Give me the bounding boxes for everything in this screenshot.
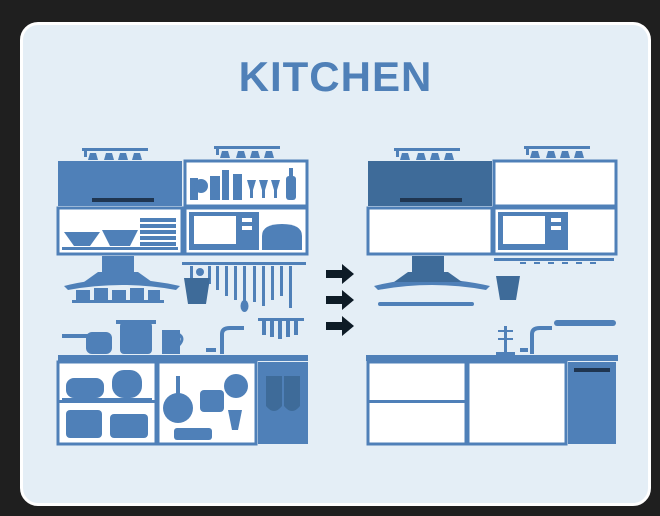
faucet-icon <box>206 326 244 354</box>
bread-box-icon <box>262 224 302 250</box>
arrows <box>326 264 354 336</box>
spotlight-icon <box>394 148 460 160</box>
dishwasher-door <box>258 362 308 444</box>
mug-tree-icon <box>496 326 515 355</box>
faucet-icon <box>520 326 552 354</box>
hanging-pans-icon <box>163 374 248 440</box>
arrow-right-icon <box>326 316 354 336</box>
pots-pans-icon <box>62 370 152 438</box>
countertop <box>366 355 618 361</box>
spice-jars-icon <box>76 288 160 300</box>
utensil-rail <box>494 258 614 261</box>
empty-shelf <box>366 206 494 256</box>
empty-shelf <box>492 159 618 208</box>
range-hood-icon <box>64 256 180 290</box>
utensil-cup-icon <box>184 278 210 304</box>
knives-icon <box>262 321 298 339</box>
arrow-right-icon <box>326 264 354 284</box>
kitchen-before <box>56 146 309 446</box>
utensil-rail <box>182 262 306 265</box>
kitchen-title: KITCHEN <box>238 53 433 100</box>
dishes-icon <box>62 218 178 250</box>
cookware-icon <box>62 320 184 354</box>
spotlight-icon <box>82 148 148 160</box>
knife-bar <box>554 320 616 326</box>
arrow-right-icon <box>326 290 354 310</box>
spotlight-icon <box>214 146 280 158</box>
countertop <box>58 355 308 361</box>
utensil-cup-icon <box>496 276 520 300</box>
spice-shelf <box>378 302 474 306</box>
oven-mitts-icon <box>266 376 282 411</box>
spice-shelf <box>72 300 164 303</box>
spotlight-icon <box>524 146 590 158</box>
bottles-glasses-icon <box>190 168 296 200</box>
lower-cabinet-middle <box>466 360 568 446</box>
dishwasher-door <box>568 362 616 444</box>
utensils-icon <box>190 266 292 312</box>
kitchen-after <box>366 146 618 446</box>
range-hood-icon <box>374 256 490 290</box>
